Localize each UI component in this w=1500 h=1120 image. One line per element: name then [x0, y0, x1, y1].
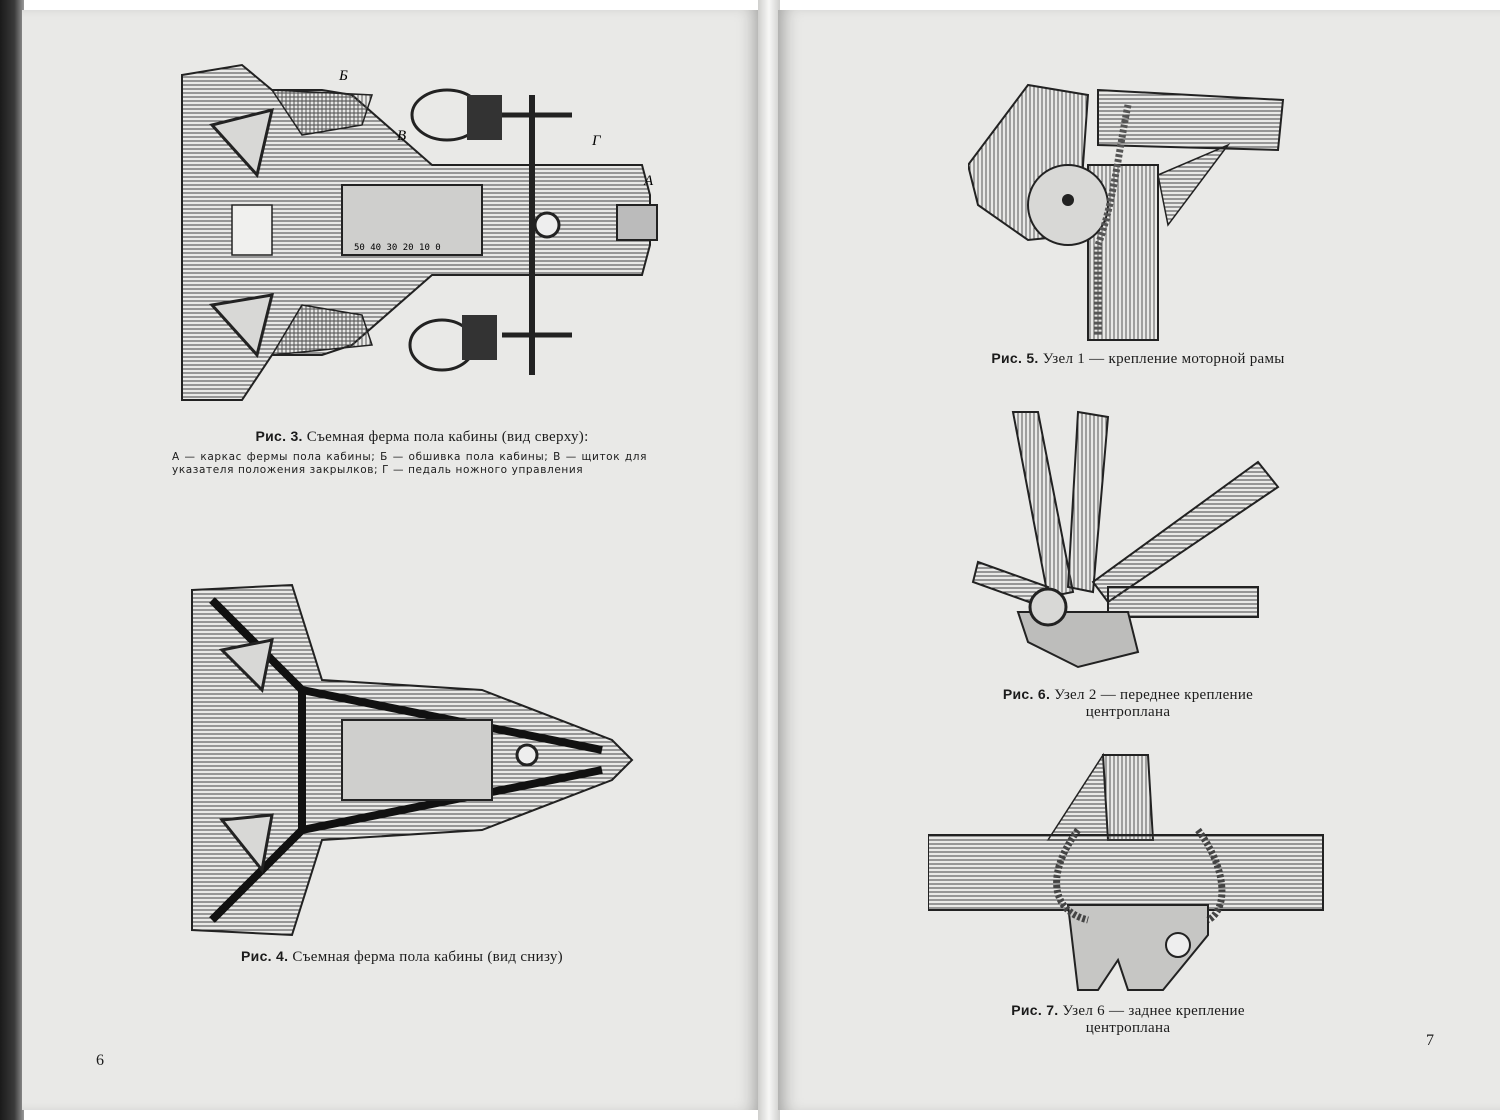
fig6-title: Узел 2 — переднее крепление центроплана	[1054, 687, 1254, 721]
fig7-title: Узел 6 — заднее крепление центроплана	[1062, 1003, 1245, 1037]
fig7-caption: Рис. 7. Узел 6 — заднее крепление центро…	[968, 1002, 1288, 1038]
fig7-label: Рис. 7.	[1011, 1002, 1059, 1018]
flap-indicator-scale: 50 40 30 20 10 0	[354, 243, 441, 253]
fig3-caption: Рис. 3. Съемная ферма пола кабины (вид с…	[142, 428, 702, 446]
fig5-label: Рис. 5.	[991, 350, 1039, 366]
fig6-caption: Рис. 6. Узел 2 — переднее крепление цент…	[968, 686, 1288, 722]
callout-b: Б	[338, 68, 348, 84]
fig3-legend: А — каркас фермы пола кабины; Б — обшивк…	[172, 451, 647, 476]
fig7-illustration	[928, 750, 1328, 1000]
fig6-label: Рис. 6.	[1002, 686, 1051, 702]
callout-v: В	[397, 128, 406, 144]
fig5-illustration	[968, 65, 1288, 345]
fig4-illustration	[182, 580, 637, 940]
page-number-left: 6	[96, 1052, 104, 1069]
fig3-title: Съемная ферма пола кабины (вид сверху):	[306, 429, 589, 445]
right-page: Рис. 5. Узел 1 — крепление моторной рамы…	[778, 10, 1500, 1110]
fig5-caption: Рис. 5. Узел 1 — крепление моторной рамы	[918, 350, 1358, 368]
fig3-label: Рис. 3.	[255, 428, 303, 444]
fig6-illustration	[968, 402, 1288, 672]
fig3-illustration: Б В Г А 50 40 30 20 10 0	[172, 55, 662, 425]
fig4-caption: Рис. 4. Съемная ферма пола кабины (вид с…	[152, 948, 652, 966]
fig4-title: Съемная ферма пола кабины (вид снизу)	[292, 949, 563, 965]
book-gutter	[758, 0, 780, 1120]
book-spine-edge	[0, 0, 24, 1120]
fig4-label: Рис. 4.	[241, 948, 289, 964]
callout-a: А	[643, 173, 654, 189]
left-page: Б В Г А 50 40 30 20 10 0 Рис. 3. Съемная…	[22, 10, 760, 1110]
page-number-right: 7	[1426, 1032, 1434, 1049]
fig5-title: Узел 1 — крепление моторной рамы	[1042, 351, 1285, 367]
callout-g: Г	[591, 133, 602, 149]
